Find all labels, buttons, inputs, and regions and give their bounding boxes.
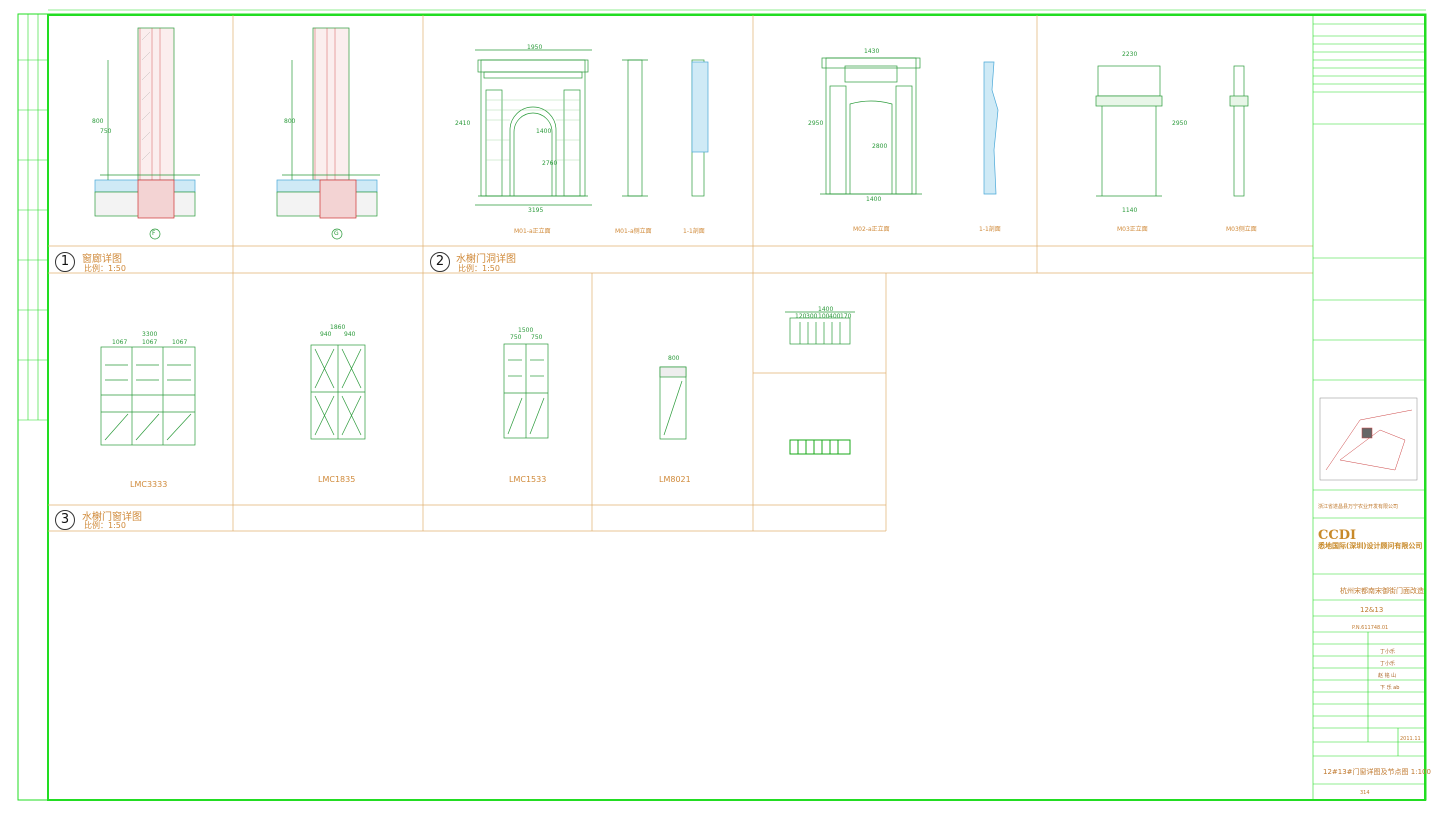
window-lmc1835 <box>310 344 366 440</box>
wall-dim-3: 800 <box>284 118 296 125</box>
wall-section-2 <box>276 27 380 240</box>
window-sub-lmc1533-2: 750 <box>531 334 543 341</box>
m02-dim-width: 1430 <box>864 48 880 55</box>
window-lmc3333 <box>100 346 196 446</box>
railing-width: 1400 <box>818 306 834 313</box>
window-width-lmc3333: 3300 <box>142 331 158 338</box>
railing-sub-2: 300 <box>806 313 818 320</box>
m02-dim-opening: 2800 <box>872 143 888 150</box>
window-lm8021 <box>659 366 687 440</box>
wall-dim-2: 750 <box>100 128 112 135</box>
m01-dim-height: 2410 <box>455 120 471 127</box>
m01-cut-label: 1-1剖面 <box>683 228 705 235</box>
window-code-lmc1835: LMC1835 <box>318 475 356 484</box>
area-code: 12&13 <box>1360 606 1384 614</box>
signature-1: 丁小乐 <box>1380 649 1396 655</box>
section-3-scale: 比例：1:50 <box>84 521 126 530</box>
m02-dim-base: 1400 <box>866 196 882 203</box>
railing-elevation <box>785 311 855 345</box>
door-m01-cut <box>691 59 709 197</box>
section-1-title: 窗廊详图 <box>82 254 122 265</box>
section-1-number: 1 <box>55 252 75 272</box>
signature-4: 下 乐 ab <box>1380 685 1400 691</box>
railing-plan <box>789 439 851 455</box>
client-name: 浙江省遂昌县万宁农业开发有限公司 <box>1318 504 1399 510</box>
m03-front-label: M03正立面 <box>1117 226 1148 233</box>
door-m02-front <box>820 57 922 195</box>
window-code-lmc3333: LMC3333 <box>130 480 168 489</box>
m03-dim-height: 2950 <box>1172 120 1188 127</box>
railing-sub-5: 170 <box>840 313 852 320</box>
signature-3: 赵 铭 山 <box>1378 673 1397 679</box>
drawing-number: 314 <box>1360 790 1370 796</box>
window-width-lmc1533: 1500 <box>518 327 534 334</box>
window-width-lm8021: 800 <box>668 355 680 362</box>
project-number: P.N.611748.01 <box>1352 625 1389 631</box>
window-sub-lmc3333-3: 1067 <box>172 339 188 346</box>
window-sub-lmc1835-1: 940 <box>320 331 332 338</box>
window-sub-lmc3333-1: 1067 <box>112 339 128 346</box>
railing-sub-3: 100 <box>818 313 830 320</box>
m03-side-label: M03侧立面 <box>1226 226 1257 233</box>
key-plan <box>1319 397 1418 481</box>
section-2-title: 水榭门洞详图 <box>456 254 516 265</box>
company-logo: CCDI <box>1318 528 1357 543</box>
wall-dim-1: 800 <box>92 118 104 125</box>
m01-side-label: M01-a侧立面 <box>615 228 652 235</box>
section-3-title: 水榭门窗详图 <box>82 512 142 523</box>
section-3-number: 3 <box>55 510 75 530</box>
wall-section-1 <box>94 27 200 240</box>
section-1-scale: 比例：1:50 <box>84 264 126 273</box>
m03-dim-base: 1140 <box>1122 207 1138 214</box>
m01-dim-arch: 1400 <box>536 128 552 135</box>
axis-marker-g: G <box>334 230 339 237</box>
door-m01-side <box>622 59 648 197</box>
section-2-scale: 比例：1:50 <box>458 264 500 273</box>
door-m01-front <box>475 49 592 206</box>
door-m03-side <box>1229 65 1249 197</box>
window-sub-lmc3333-2: 1067 <box>142 339 158 346</box>
m01-front-label: M01-a正立面 <box>514 228 551 235</box>
window-code-lm8021: LM8021 <box>659 475 691 484</box>
section-2-number: 2 <box>430 252 450 272</box>
window-lmc1533 <box>503 343 549 439</box>
door-m03-front <box>1095 65 1163 197</box>
m01-dim-base: 3195 <box>528 207 544 214</box>
m01-dim-opening: 2760 <box>542 160 558 167</box>
m02-front-label: M02-a正立面 <box>853 226 890 233</box>
m02-dim-height: 2950 <box>808 120 824 127</box>
drawing-title: 12#13#门窗详图及节点图 1:100 <box>1323 768 1431 776</box>
company-name: 悉地国际(深圳)设计顾问有限公司 <box>1318 542 1423 550</box>
m01-dim-width: 1950 <box>527 44 543 51</box>
window-sub-lmc1533-1: 750 <box>510 334 522 341</box>
drawing-date: 2011.11 <box>1400 736 1421 742</box>
m02-cut-label: 1-1剖面 <box>979 226 1001 233</box>
signature-2: 丁小乐 <box>1380 661 1396 667</box>
door-m02-cut <box>983 61 999 195</box>
window-sub-lmc1835-2: 940 <box>344 331 356 338</box>
axis-marker-f: F <box>152 230 156 237</box>
railing-sub-4: 400 <box>829 313 841 320</box>
window-code-lmc1533: LMC1533 <box>509 475 547 484</box>
railing-sub-1: 120 <box>795 313 807 320</box>
project-name: 杭州宋都南宋御街门面改造 <box>1340 587 1424 595</box>
window-width-lmc1835: 1860 <box>330 324 346 331</box>
m03-dim-top: 2230 <box>1122 51 1138 58</box>
